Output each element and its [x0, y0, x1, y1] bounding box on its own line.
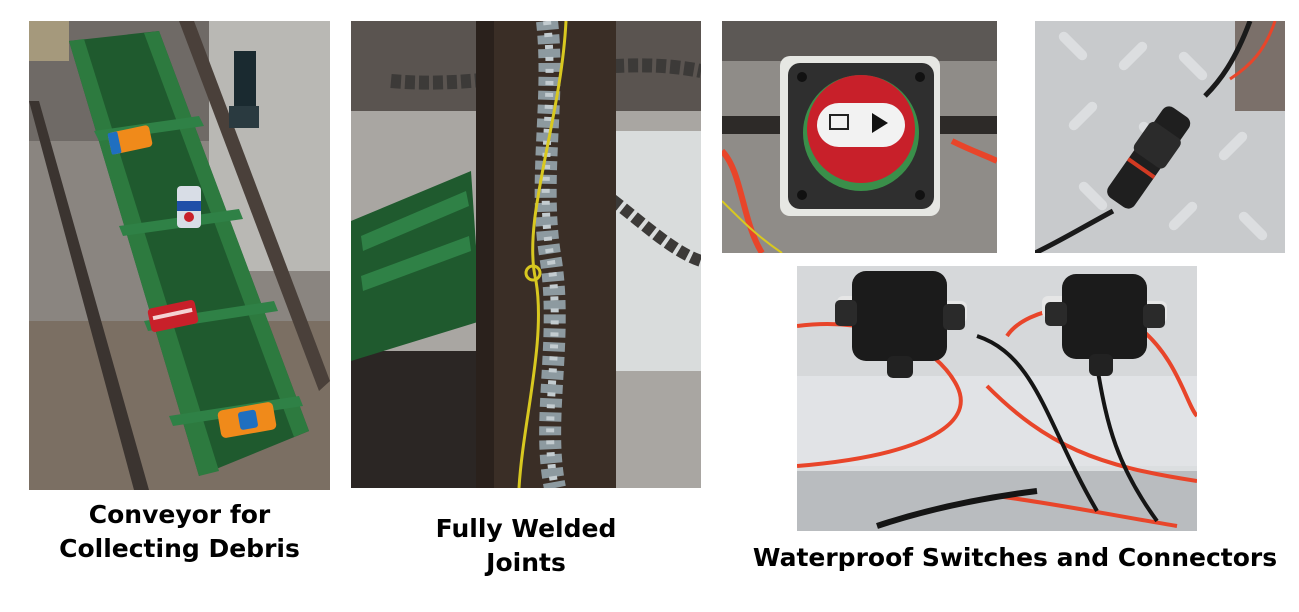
conveyor-caption-line2: Collecting Debris: [59, 534, 300, 563]
fanta-can-top: [107, 125, 153, 155]
battery-switch-photo: [722, 21, 997, 253]
waterproof-connector-image: [1035, 21, 1285, 253]
welded-caption: Fully Welded Joints: [376, 512, 676, 580]
battery-switch-image: [722, 21, 997, 253]
coke-can: [147, 300, 199, 332]
junction-box-right: [1042, 274, 1167, 376]
welded-joint-photo: [351, 21, 701, 488]
conveyor-caption: Conveyor for Collecting Debris: [29, 498, 330, 566]
pepsi-can: [177, 186, 201, 228]
conveyor-caption-line1: Conveyor for: [88, 500, 271, 529]
conveyor-photo: [29, 21, 330, 490]
welded-joint-image: [351, 21, 701, 488]
welded-caption-line2: Joints: [486, 548, 566, 577]
welded-caption-line1: Fully Welded: [435, 514, 617, 543]
junction-boxes-photo: [797, 266, 1197, 531]
junction-box-left: [835, 271, 967, 378]
junction-boxes-image: [797, 266, 1197, 531]
waterproof-caption: Waterproof Switches and Connectors: [752, 543, 1278, 572]
play-arrow-icon: [872, 113, 888, 133]
conveyor-image: [29, 21, 330, 490]
waterproof-connector: [1107, 106, 1191, 209]
weld-bead: [534, 21, 566, 488]
waterproof-connector-photo: [1035, 21, 1285, 253]
fanta-can-bottom: [217, 402, 277, 438]
